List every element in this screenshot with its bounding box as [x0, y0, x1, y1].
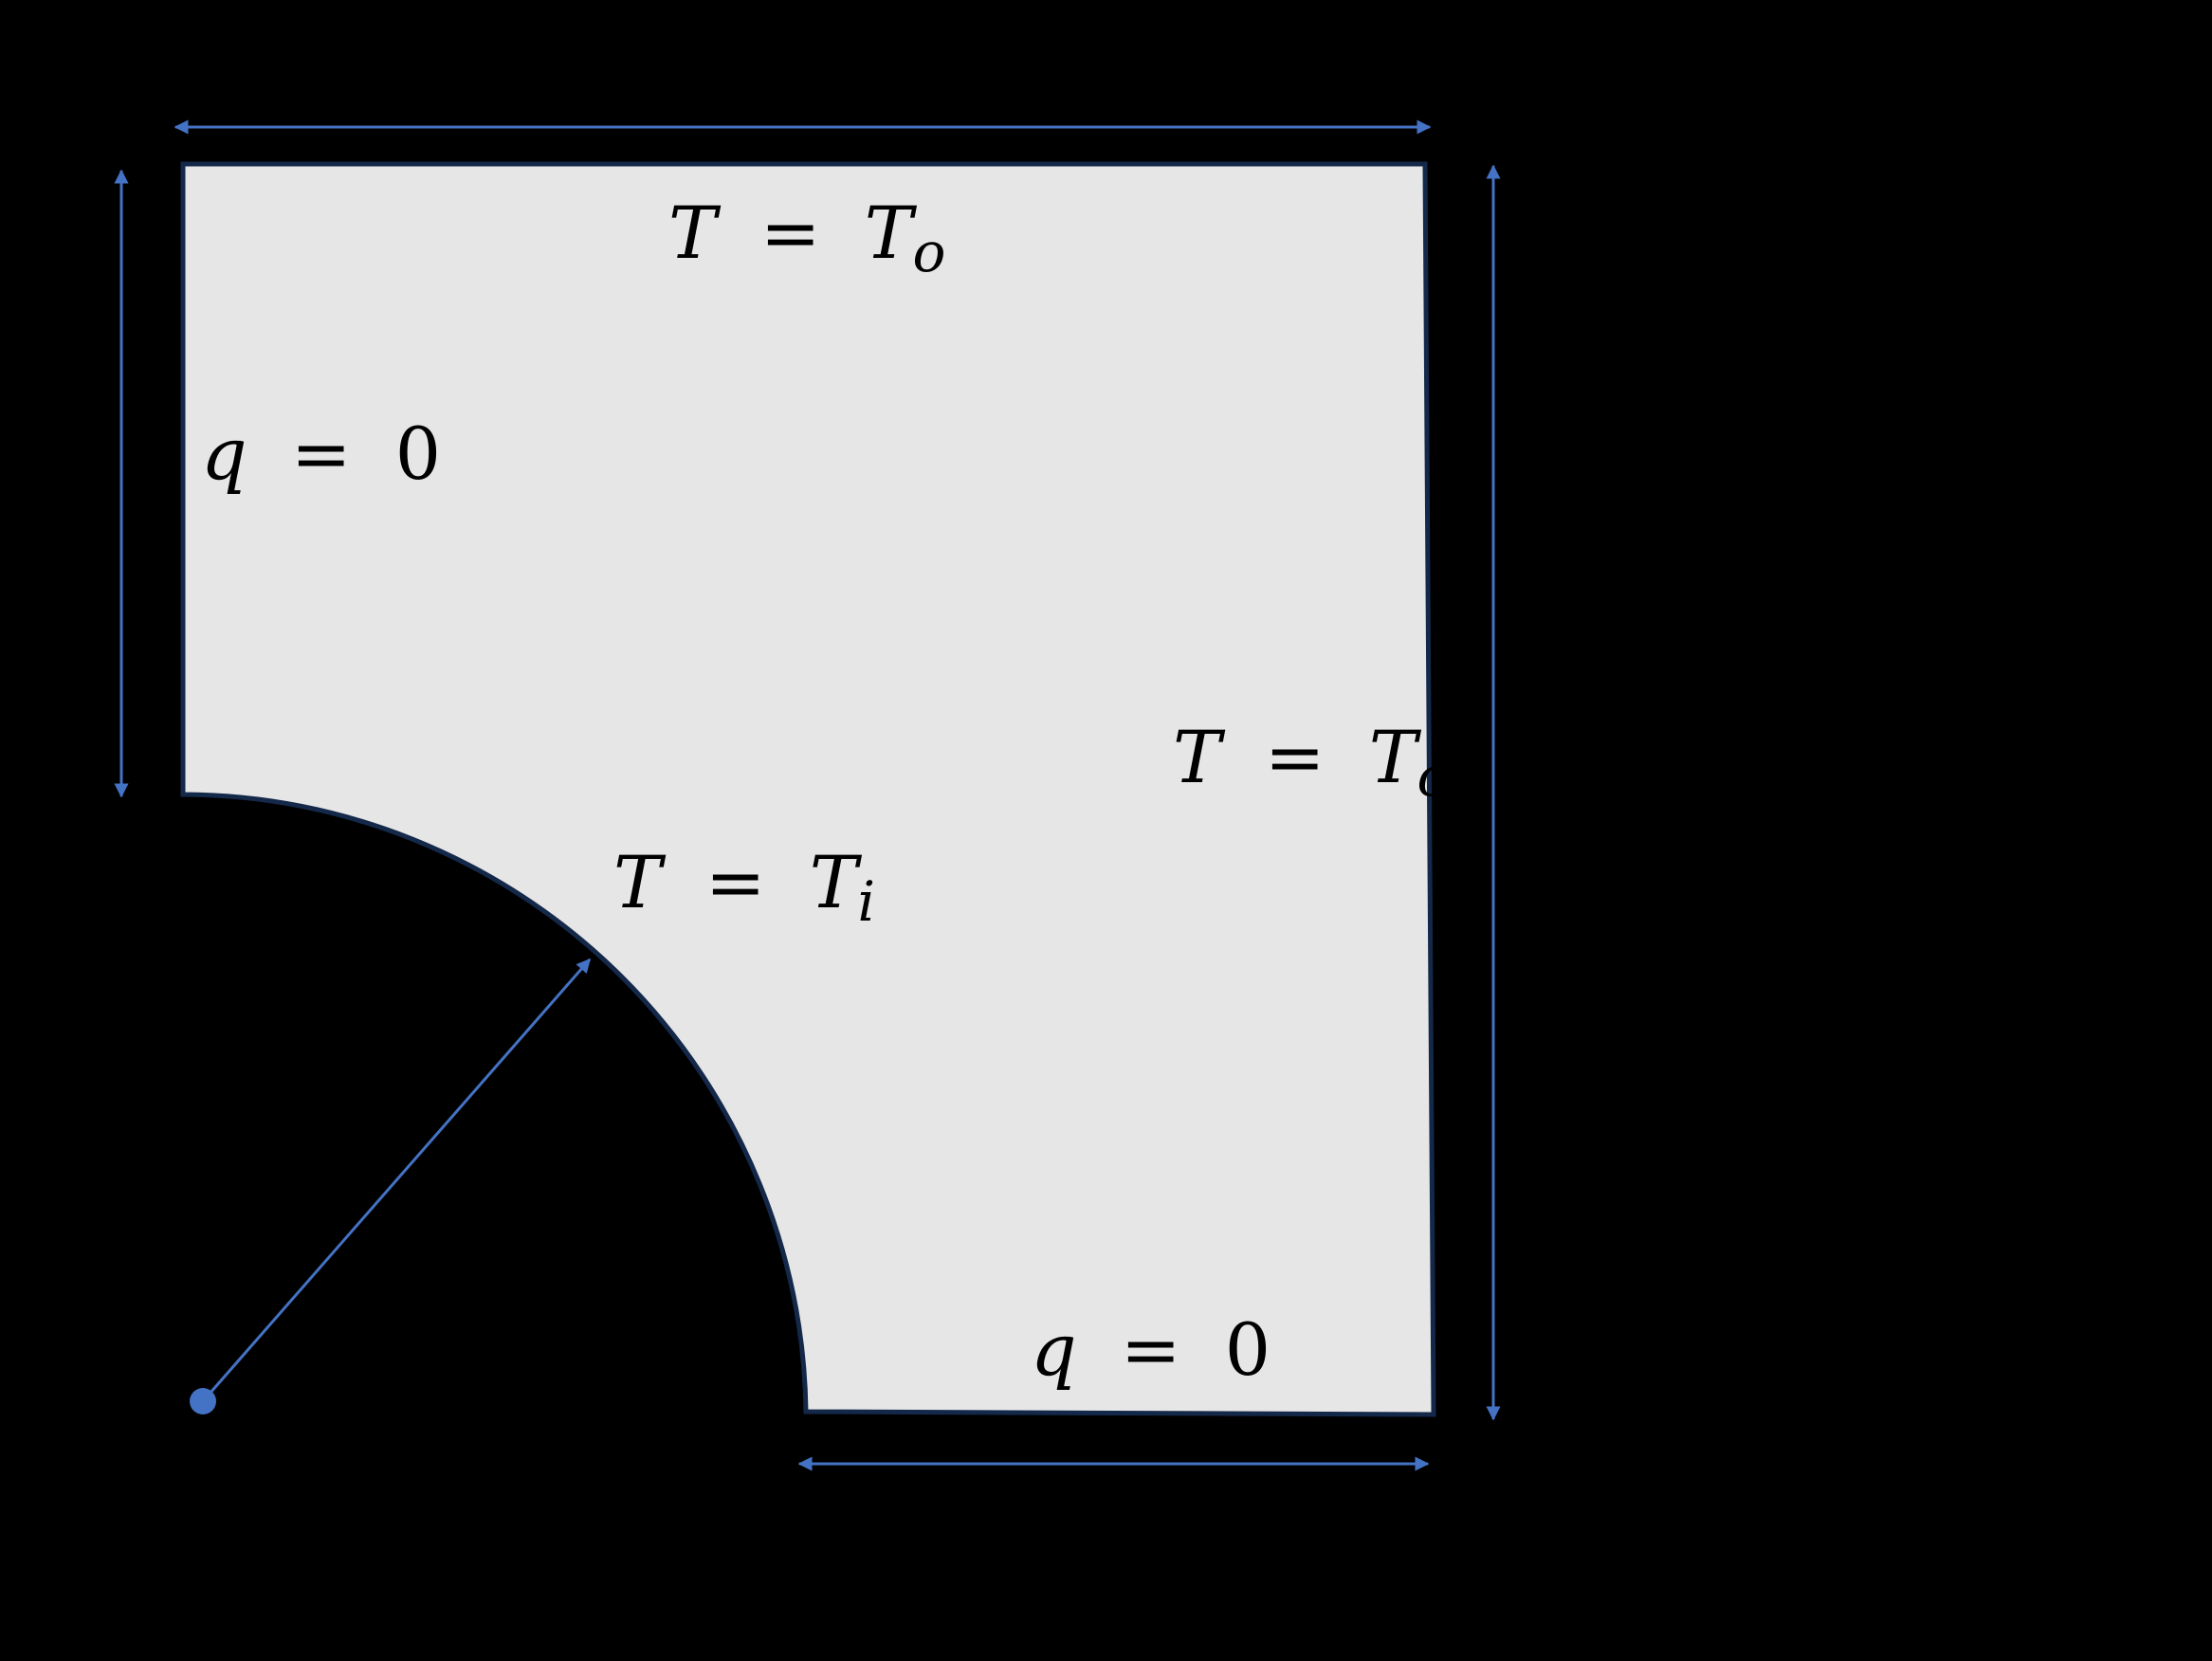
right-boundary-label: T = To [1173, 715, 1450, 809]
arc-boundary-label: T = Ti [613, 840, 875, 934]
top-boundary-label: T = To [668, 191, 945, 284]
left-boundary-label: q = 0 [201, 411, 441, 496]
bottom-boundary-label: q = 0 [1031, 1307, 1271, 1392]
radius-arrow [201, 958, 592, 1402]
center-point [190, 1388, 216, 1415]
plate-domain [180, 161, 1436, 1417]
